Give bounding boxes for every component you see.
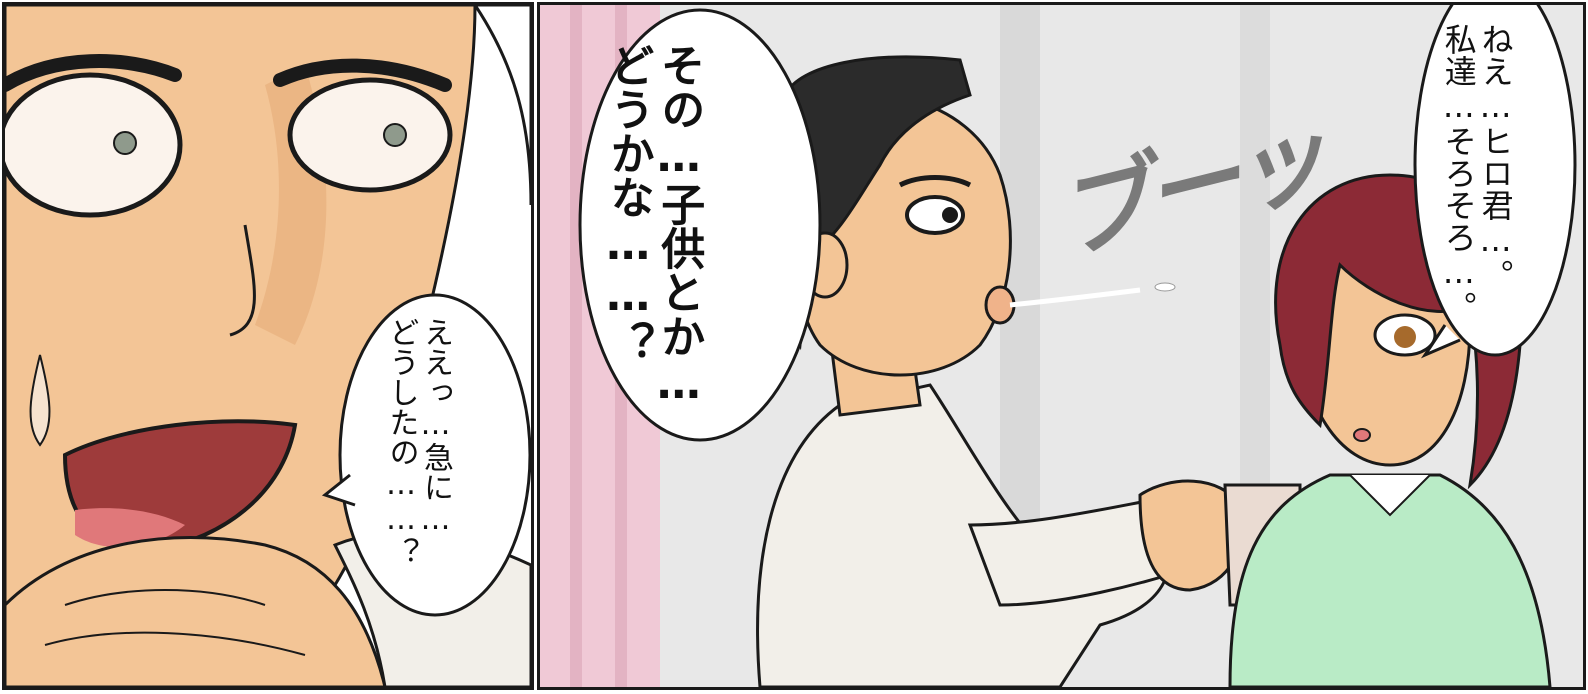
bubble-line-1: ええっ…急に… (418, 317, 453, 537)
right-panel-artwork (540, 5, 1583, 687)
left-panel-artwork (5, 5, 531, 687)
speech-bubble-woman: ねえ…ヒロ君…。 私達…そろそろ…。 (1439, 23, 1515, 323)
speech-bubble-man: その…子供とか… どうかな……？ (602, 43, 705, 409)
woman-bubble-line-1: ねえ…ヒロ君…。 (1476, 23, 1515, 291)
man-bubble-line-2: どうかな……？ (602, 43, 654, 365)
man-bubble-line-1: その…子供とか… (653, 43, 705, 409)
speech-bubble-left: ええっ…急に… どうしたの……？ (383, 317, 454, 567)
panel-right: その…子供とか… どうかな……？ ねえ…ヒロ君…。 私達…そろそろ…。 ブーッ (537, 2, 1586, 690)
panel-left: ええっ…急に… どうしたの……？ (2, 2, 534, 690)
bubble-line-2: どうしたの……？ (383, 317, 419, 567)
woman-bubble-line-2: 私達…そろそろ…。 (1439, 23, 1478, 323)
